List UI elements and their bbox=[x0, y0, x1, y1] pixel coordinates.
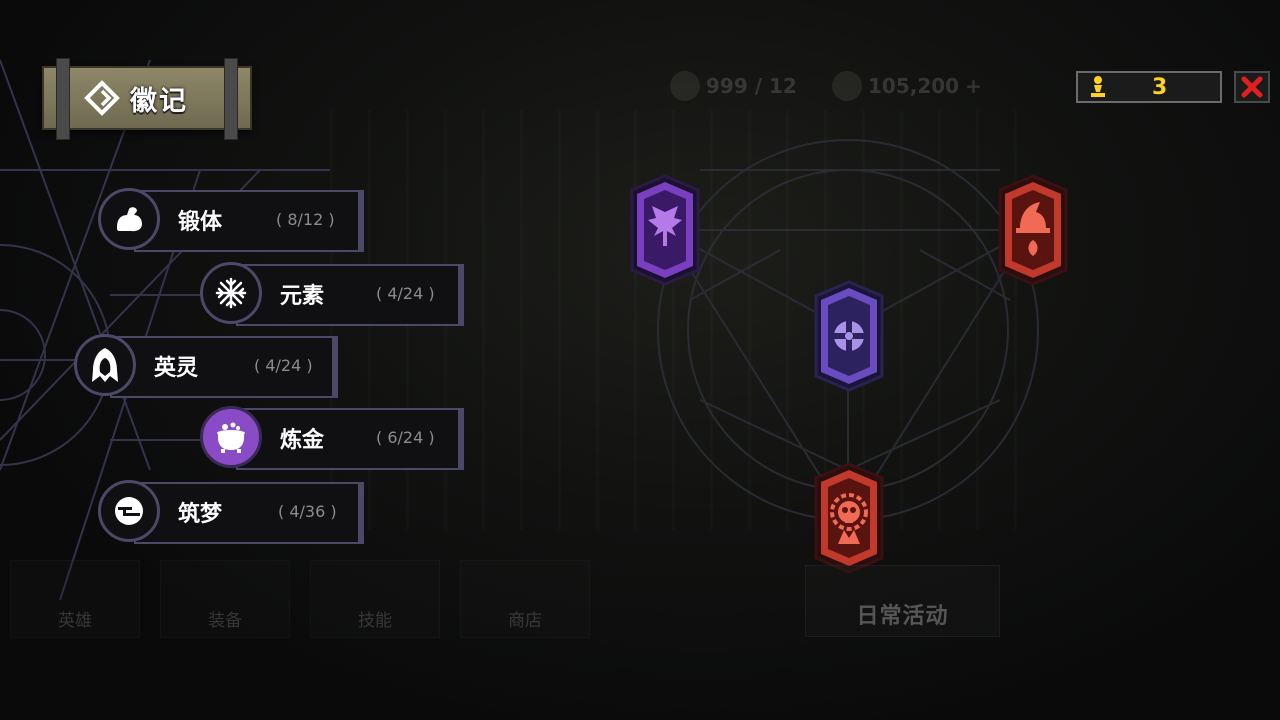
dream-icon bbox=[98, 480, 160, 542]
category-name: 筑梦 bbox=[178, 502, 223, 527]
tab-shop: 商店 bbox=[460, 560, 590, 638]
diamond-emblem-icon bbox=[84, 80, 120, 116]
category-count: ( 6/24 ) bbox=[376, 428, 435, 447]
category-name: 元素 bbox=[280, 284, 325, 309]
category-count: ( 4/36 ) bbox=[278, 502, 337, 521]
skull-icon bbox=[830, 493, 868, 544]
keys-value: 999 / 12 bbox=[706, 74, 797, 98]
hat-flame-badge[interactable] bbox=[996, 174, 1070, 286]
title-banner: 徽记 bbox=[42, 58, 252, 140]
dimmed-resource-bar: 999 / 12 105,200 + bbox=[660, 66, 1230, 110]
category-name: 英灵 bbox=[154, 356, 199, 381]
category-item-dream-building[interactable]: 筑梦 ( 4/36 ) bbox=[98, 480, 364, 544]
tab-equipment: 装备 bbox=[160, 560, 290, 638]
category-bar bbox=[110, 336, 338, 398]
category-name: 炼金 bbox=[280, 428, 325, 453]
tab-heroes: 英雄 bbox=[10, 560, 140, 638]
coin-icon bbox=[832, 71, 862, 101]
cross-circle-icon bbox=[833, 320, 865, 352]
category-bar bbox=[134, 190, 364, 252]
plus-icon: + bbox=[965, 74, 982, 98]
category-count: ( 8/12 ) bbox=[276, 210, 335, 229]
category-item-forging[interactable]: 锻体 ( 8/12 ) bbox=[98, 188, 364, 252]
banner-post-right bbox=[224, 58, 238, 140]
daily-activity-button: 日常活动 bbox=[805, 565, 1000, 637]
category-item-heroic-spirit[interactable]: 英灵 ( 4/24 ) bbox=[74, 334, 340, 398]
muscle-icon bbox=[98, 188, 160, 250]
category-item-elements[interactable]: 元素 ( 4/24 ) bbox=[200, 262, 466, 326]
page-title: 徽记 bbox=[130, 85, 188, 117]
cauldron-icon bbox=[200, 406, 262, 468]
cross-emblem-badge[interactable] bbox=[812, 280, 886, 392]
category-bar bbox=[236, 264, 464, 326]
witch-hat-icon bbox=[1016, 202, 1050, 256]
banner-post-left bbox=[56, 58, 70, 140]
wing-icon bbox=[648, 206, 682, 246]
wing-emblem-badge[interactable] bbox=[628, 174, 702, 286]
gold-value: 105,200 bbox=[868, 74, 960, 98]
category-name: 锻体 bbox=[178, 210, 223, 235]
close-icon bbox=[1241, 76, 1263, 98]
dimmed-gold: 105,200 + bbox=[832, 66, 982, 106]
category-item-alchemy[interactable]: 炼金 ( 6/24 ) bbox=[200, 406, 466, 470]
category-bar bbox=[134, 482, 364, 544]
snowflake-icon bbox=[200, 262, 262, 324]
close-button[interactable] bbox=[1234, 71, 1270, 103]
category-count: ( 4/24 ) bbox=[376, 284, 435, 303]
dimmed-bottom-tabs: 英雄 装备 技能 商店 bbox=[0, 560, 1280, 650]
tab-skills: 技能 bbox=[310, 560, 440, 638]
skull-emblem-badge[interactable] bbox=[812, 462, 886, 574]
dimmed-keys: 999 / 12 bbox=[670, 66, 797, 106]
hood-icon bbox=[74, 334, 136, 396]
badge-point-counter: 3 bbox=[1076, 71, 1222, 103]
category-bar bbox=[236, 408, 464, 470]
category-count: ( 4/24 ) bbox=[254, 356, 313, 375]
key-icon bbox=[670, 71, 700, 101]
counter-value: 3 bbox=[1152, 74, 1168, 100]
pawn-icon bbox=[1091, 76, 1105, 97]
